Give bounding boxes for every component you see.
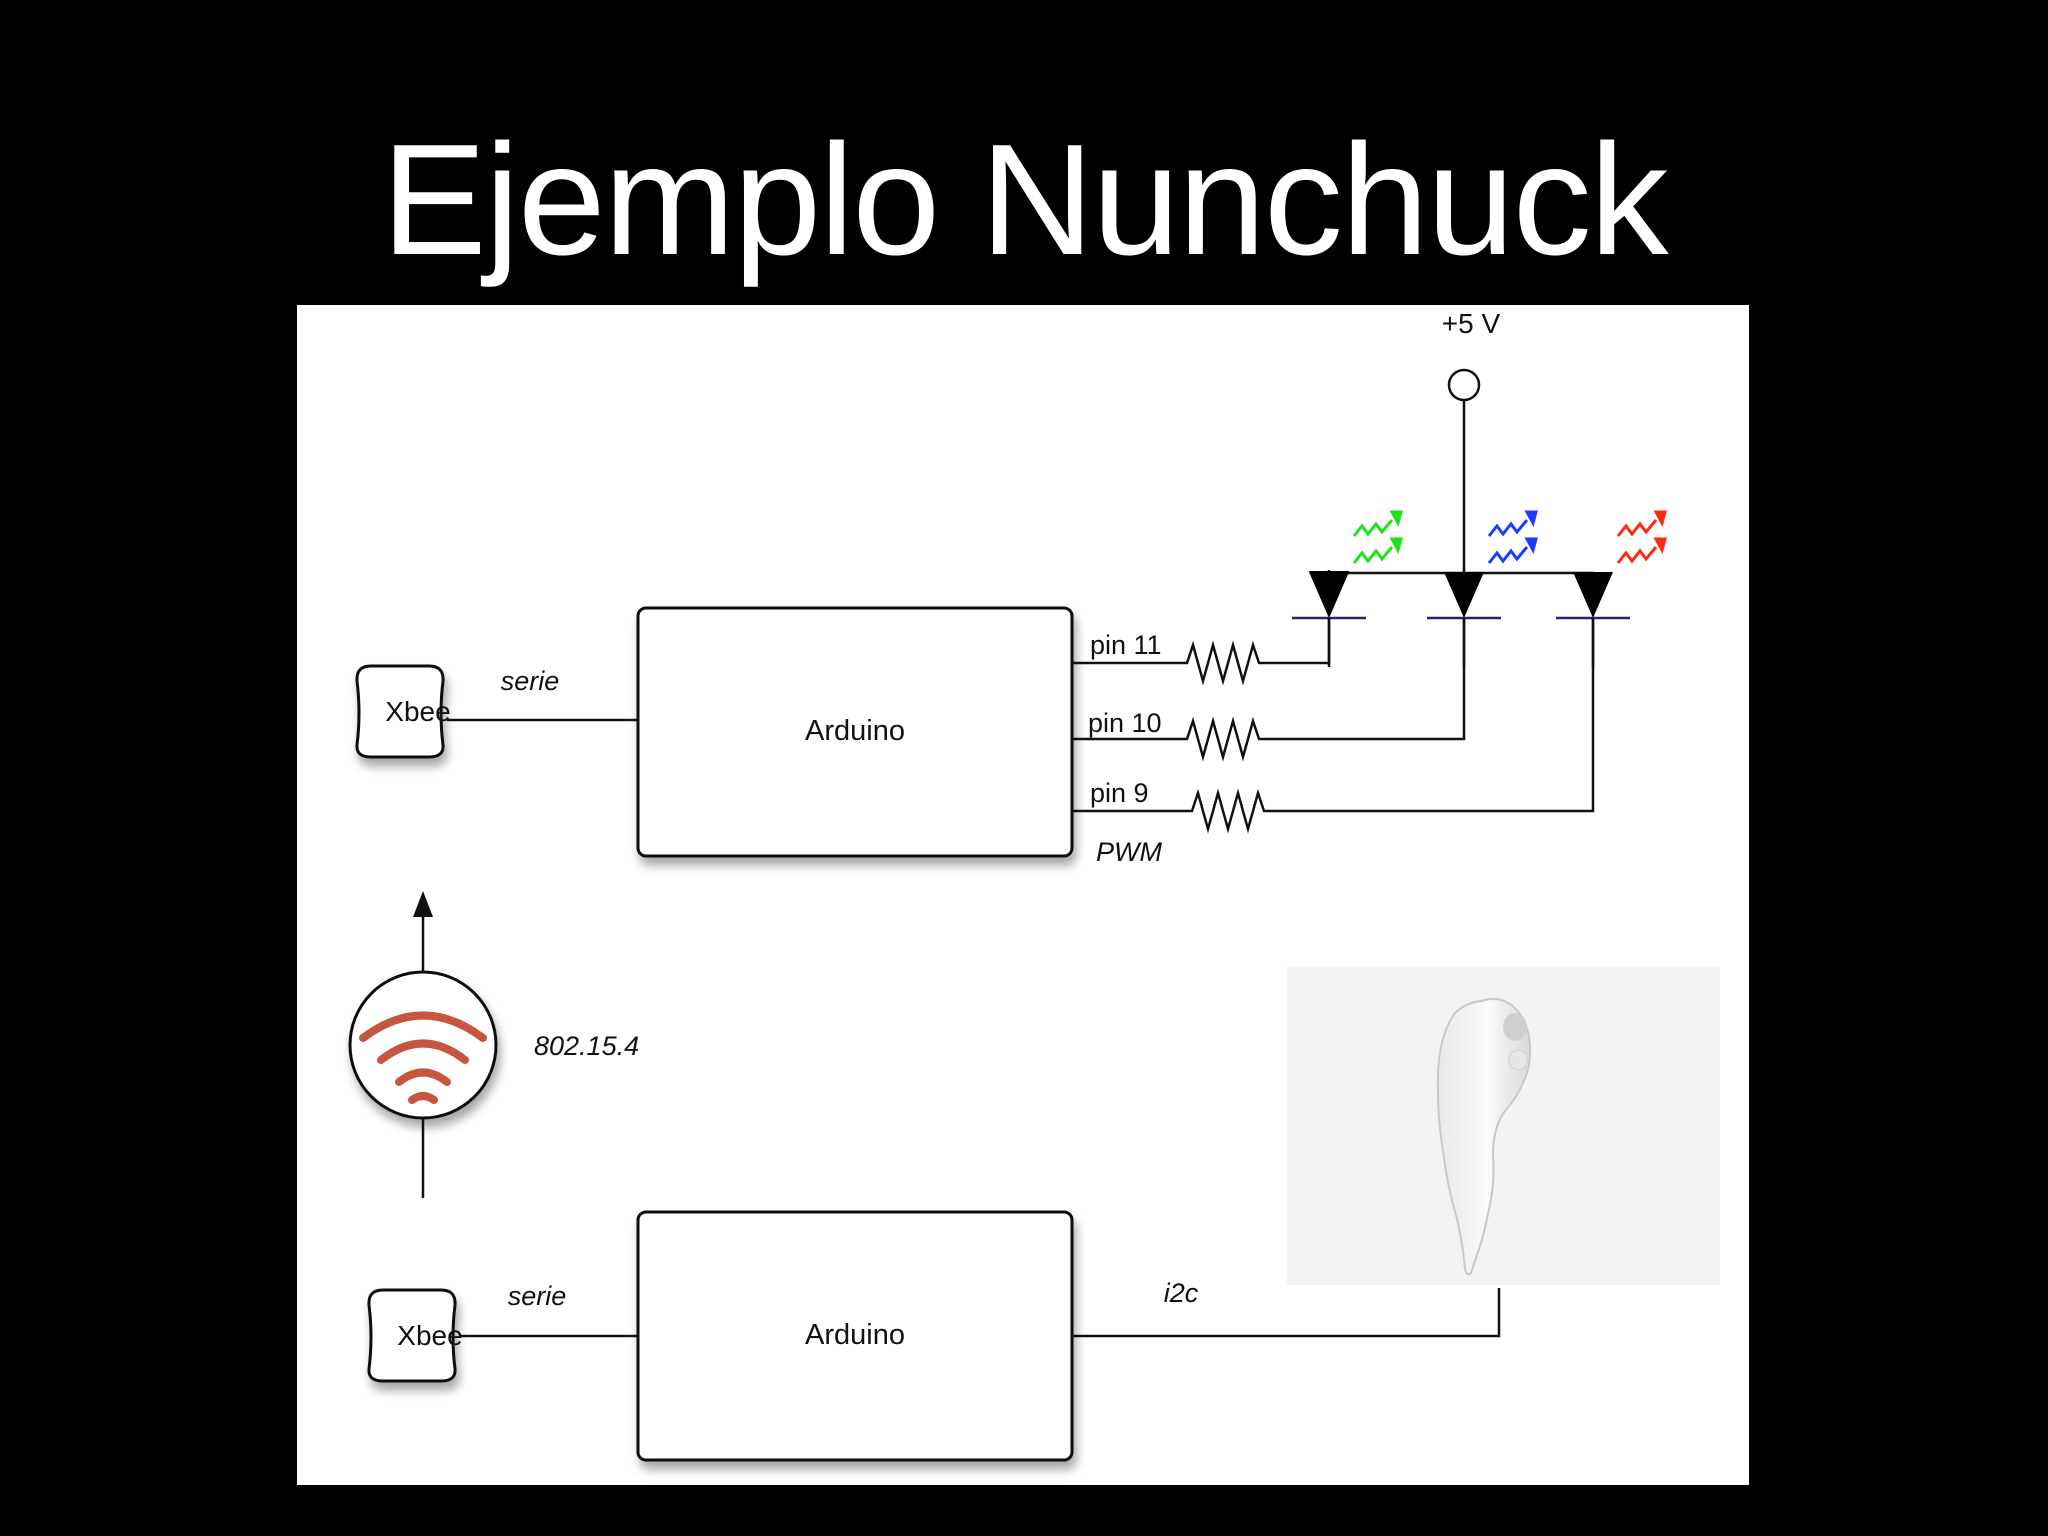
light-arrows-red — [1616, 510, 1667, 564]
pwm-label: PWM — [1096, 837, 1162, 867]
resistor-pin-10 — [1072, 618, 1466, 762]
arduino-top-label: Arduino — [805, 715, 905, 747]
pin-9-label: pin 9 — [1090, 778, 1149, 808]
pin-10-label: pin 10 — [1088, 708, 1162, 738]
serie-bottom-label: serie — [508, 1281, 567, 1311]
circuit-diagram: +5 V — [348, 308, 1720, 1462]
light-arrows-blue — [1487, 510, 1538, 564]
wifi-icon — [359, 1011, 487, 1104]
uplink-arrow-icon — [413, 891, 433, 917]
wireless-label: 802.15.4 — [534, 1031, 639, 1061]
xbee-bottom-label: Xbee — [397, 1320, 462, 1351]
light-arrows-green — [1352, 510, 1403, 564]
supply-terminal — [1447, 368, 1481, 402]
nunchuck-controller-icon — [1436, 998, 1532, 1276]
diode-b — [1444, 572, 1484, 618]
xbee-top-box — [355, 664, 445, 759]
diode-a — [1309, 572, 1349, 618]
diagram-panel: +5 V — [297, 305, 1749, 1485]
xbee-top-label: Xbee — [385, 696, 450, 727]
serie-top-label: serie — [501, 666, 560, 696]
slide-title: Ejemplo Nunchuck — [381, 112, 1668, 288]
arduino-bottom-label: Arduino — [805, 1319, 905, 1351]
xbee-bottom-box — [367, 1288, 457, 1383]
resistor-pin-11 — [1072, 618, 1331, 686]
i2c-label: i2c — [1164, 1278, 1199, 1308]
supply-label: +5 V — [1442, 308, 1501, 339]
arduino-top-box — [636, 606, 1074, 858]
diode-c — [1573, 572, 1613, 618]
i2c-wire — [1072, 1288, 1501, 1338]
resistor-pin-9 — [1072, 618, 1595, 834]
pin-11-label: pin 11 — [1090, 630, 1162, 660]
nunchuck-image — [1287, 967, 1720, 1285]
